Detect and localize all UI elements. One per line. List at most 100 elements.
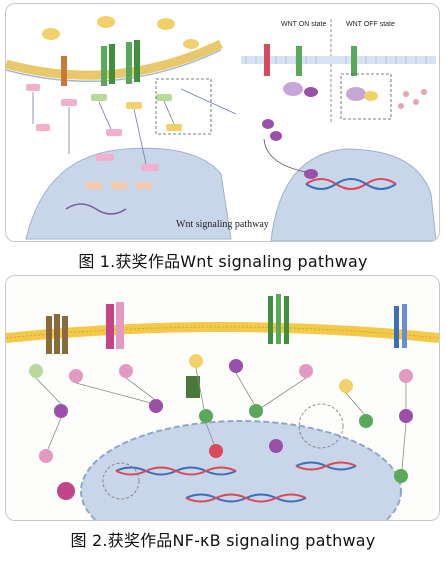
ubiquitin-complex [186, 376, 200, 398]
wnt-arrow [133, 108, 147, 165]
wnt-protein-node [91, 94, 107, 101]
nfkb-arrow [260, 377, 307, 409]
destruction-complex [364, 91, 378, 101]
wnt-pathway-diagram: WNT ON state WNT OFF state [6, 16, 437, 241]
on-state-complex [304, 87, 318, 97]
tnf-receptor [62, 316, 68, 354]
nfkb-arrow [125, 377, 155, 400]
adaptor-node [299, 364, 313, 378]
nfkb-protein-nodes [29, 354, 413, 500]
wnt-off-state-label: WNT OFF state [346, 21, 395, 28]
pamp-receptor [116, 302, 124, 349]
nfkb-arrow [47, 417, 62, 450]
nfkb-receptors [46, 294, 407, 354]
nuclear-nfkb-node [269, 439, 283, 453]
receptor-segment [134, 40, 140, 82]
wnt-arrow [180, 88, 237, 115]
dna-strand [295, 461, 357, 471]
nfkb-arrow [35, 377, 62, 405]
nfkb-dimer-node [359, 414, 373, 428]
right-nucleus [270, 148, 437, 241]
nfkb-detail-circle [102, 462, 140, 500]
wnt-protein-node [141, 164, 159, 171]
proteasome-fragments [398, 89, 427, 109]
ikk-node [149, 399, 163, 413]
wnt-protein-node [156, 94, 172, 101]
nuclear-beta-catenin [304, 169, 318, 179]
dna-strand [185, 493, 307, 503]
adaptor-node [339, 379, 353, 393]
wnt-gene-box [86, 182, 102, 189]
wnt-protein-node [96, 154, 114, 161]
wnt-gene-box [111, 182, 127, 189]
nfkb-detail-circle [298, 403, 344, 449]
baff-receptor [394, 306, 399, 348]
right-dna-red [305, 178, 397, 190]
wnt-protein-node [166, 124, 182, 131]
wnt-ligand-node [97, 16, 115, 28]
nfkb-pathway-diagram [6, 276, 439, 520]
nfkb-pathway-arrows [35, 367, 407, 470]
antigen-receptor [268, 296, 273, 344]
nfkb-dimer-node [249, 404, 263, 418]
nfkb-dna [115, 461, 357, 503]
baff-receptor [402, 304, 407, 348]
wnt-arrow [163, 100, 175, 125]
wnt-inner-title: Wnt signaling pathway [176, 219, 269, 230]
nfkb-arrow [345, 392, 365, 415]
wnt-receptor-cluster [61, 40, 140, 86]
wnt-on-state-label: WNT ON state [281, 21, 326, 28]
nfkb-figure-panel [5, 275, 440, 521]
nfkb-dimer-node [394, 469, 408, 483]
beta-catenin-node [270, 131, 282, 141]
wnt-protein-node [36, 124, 50, 131]
receptor-segment [61, 56, 67, 86]
tnf-receptor [54, 314, 60, 354]
wnt-protein-nodes [26, 16, 199, 189]
on-state-receptor [264, 44, 270, 76]
nfkb-arrow [195, 367, 205, 410]
adaptor-node [119, 364, 133, 378]
wnt-dna-strand [65, 203, 127, 215]
figure-2-caption: 图 2.获奖作品NF-κB signaling pathway [70, 531, 376, 550]
wnt-protein-node [126, 102, 142, 109]
nfkb-arrow [235, 372, 255, 405]
right-dna-blue [305, 178, 397, 190]
on-state-complex [283, 82, 303, 96]
antigen-receptor [284, 296, 289, 344]
receptor-segment [126, 42, 132, 84]
ikk-node [399, 409, 413, 423]
frizzled-receptor [101, 46, 107, 86]
tnf-receptor [46, 316, 52, 354]
wnt-detail-box [155, 78, 212, 135]
wnt-protein-node [61, 99, 77, 106]
wnt-pathway-arrows [32, 88, 237, 165]
nuclear-translocation-arrow [263, 138, 307, 173]
lrp-receptor [109, 44, 115, 84]
on-state-receptor [296, 46, 302, 76]
wnt-protein-node [26, 84, 40, 91]
wnt-ligand-node [157, 18, 175, 30]
wnt-arrow [98, 101, 112, 130]
nuclear-nfkb-node [209, 444, 223, 458]
wnt-nucleus [25, 147, 232, 240]
off-state-receptor [351, 46, 357, 76]
nfkb-arrow [75, 382, 152, 404]
wnt-protein-node [106, 129, 122, 136]
nfkb-membrane-detail [6, 326, 439, 339]
right-membrane [241, 56, 436, 64]
adaptor-node [39, 449, 53, 463]
adaptor-node [399, 369, 413, 383]
nfkb-dimer-node [199, 409, 213, 423]
adaptor-node [189, 354, 203, 368]
nfkb-arrow [205, 422, 215, 445]
beta-catenin-node [262, 119, 274, 129]
nfkb-arrow [401, 422, 407, 470]
wnt-gene-box [136, 182, 152, 189]
nfkb-nucleus [80, 420, 402, 520]
wnt-ligand-node [42, 28, 60, 40]
ikk-node [229, 359, 243, 373]
wnt-ligand-node [183, 39, 199, 49]
proteasome-node [57, 482, 75, 500]
destruction-complex-box [340, 73, 392, 120]
